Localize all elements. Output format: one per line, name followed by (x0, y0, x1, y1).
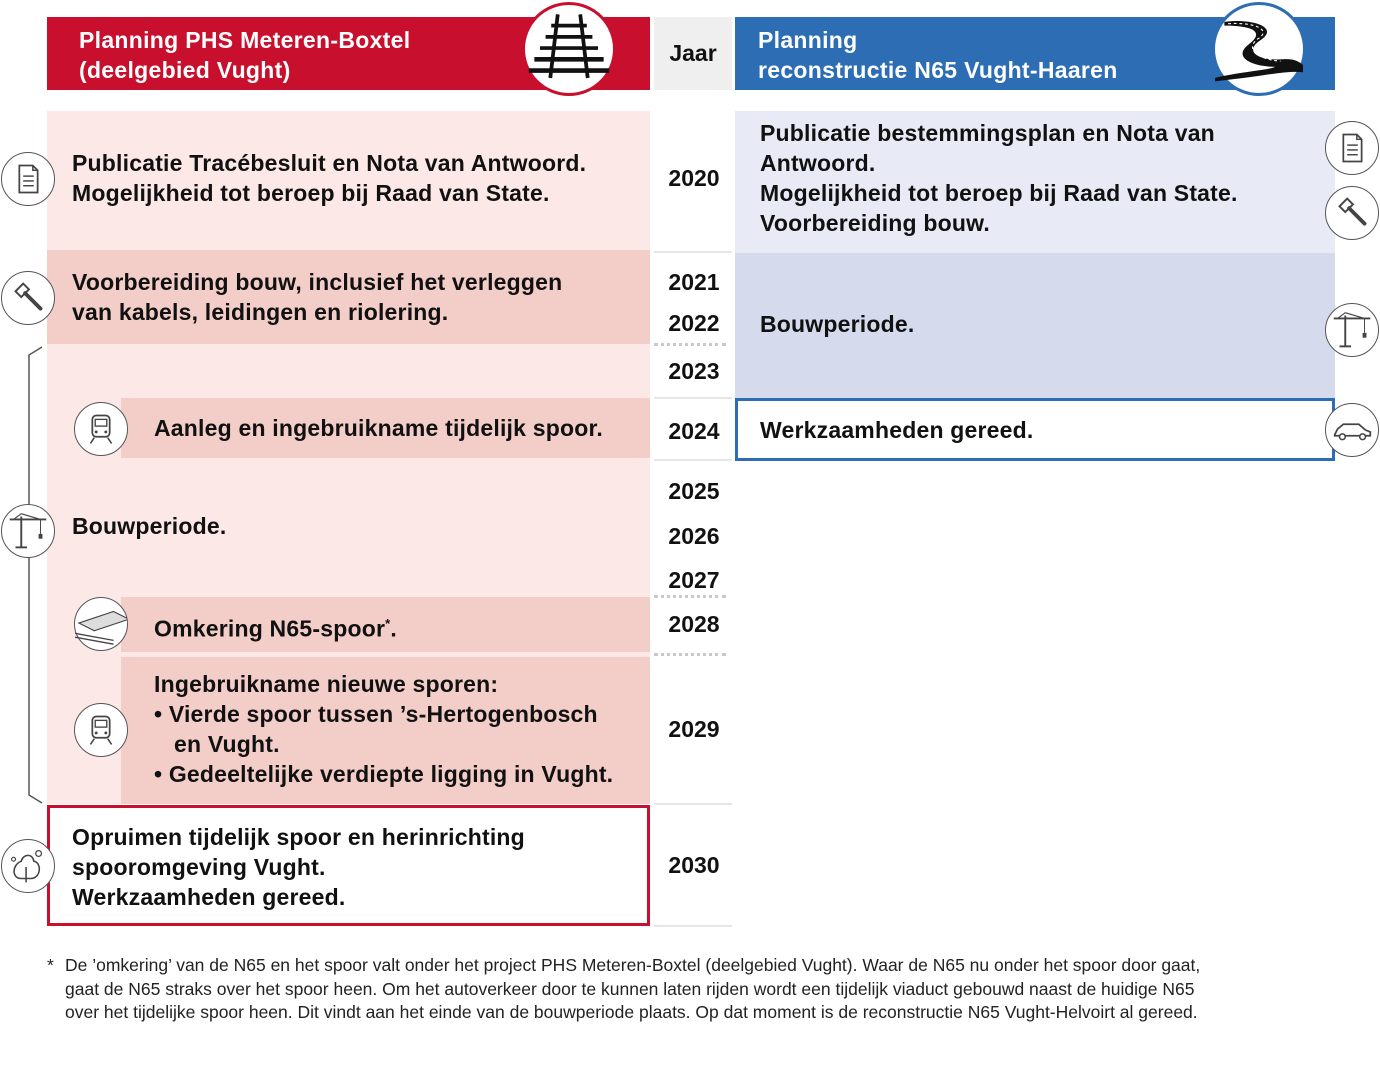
year-label: 2022 (668, 310, 720, 336)
left-block-aanleg: Aanleg en ingebruikname tijdelijk spoor. (121, 398, 650, 458)
left-voorbereiding-line: van kabels, leidingen en riolering. (72, 299, 449, 325)
right-block-publicatie: Publicatie bestemmingsplan en Nota van A… (735, 111, 1335, 253)
year-divider-dotted (654, 653, 726, 656)
right-publicatie-line: Voorbereiding bouw. (760, 210, 990, 236)
year-label: 2024 (668, 418, 720, 444)
right-gereed-text: Werkzaamheden gereed. (760, 417, 1034, 443)
train-icon (74, 703, 128, 757)
year-label: 2025 (668, 478, 720, 504)
opruimen-line: Werkzaamheden gereed. (72, 884, 346, 910)
ingebruikname-title: Ingebruikname nieuwe sporen: (154, 671, 499, 697)
right-header-title: Planning (758, 27, 858, 53)
year-divider (654, 459, 732, 461)
left-bouwperiode-text: Bouwperiode. (72, 513, 227, 539)
year-label: 2026 (668, 523, 720, 549)
left-aanleg-text: Aanleg en ingebruikname tijdelijk spoor. (154, 415, 603, 441)
year-label: 2023 (668, 358, 720, 384)
left-publicatie-line: Mogelijkheid tot beroep bij Raad van Sta… (72, 180, 550, 206)
document-icon (1325, 121, 1379, 175)
left-header-subtitle: (deelgebied Vught) (79, 57, 291, 83)
ingebruikname-bullet: • Vierde spoor tussen ’s-Hertogenbosch (154, 701, 598, 727)
left-voorbereiding-line: Voorbereiding bouw, inclusief het verleg… (72, 269, 563, 295)
train-icon (74, 402, 128, 456)
year-label: 2020 (668, 165, 720, 191)
crane-icon (1, 504, 55, 558)
year-divider-dotted (654, 595, 726, 598)
year-divider (654, 397, 732, 399)
footnote-marker: * (385, 616, 391, 631)
left-block-omkering: Omkering N65-spoor*. (121, 597, 650, 652)
opruimen-line: spooromgeving Vught. (72, 854, 326, 880)
footnote-line: De ’omkering’ van de N65 en het spoor va… (65, 955, 1201, 975)
footnote-line: gaat de N65 straks over het spoor heen. … (65, 978, 1195, 999)
year-label: 2028 (668, 611, 720, 637)
right-publicatie-line: Publicatie bestemmingsplan en Nota van (760, 120, 1215, 146)
ingebruikname-bullet-cont: en Vught. (174, 731, 280, 757)
opruimen-line: Opruimen tijdelijk spoor en herinrichtin… (72, 824, 525, 850)
left-publicatie-line: Publicatie Tracébesluit en Nota van Antw… (72, 150, 587, 176)
footnote-line: over het tijdelijke spoor heen. Dit vind… (65, 1002, 1198, 1022)
year-label: 2027 (668, 567, 720, 593)
year-divider (654, 251, 732, 253)
right-block-bouwperiode: Bouwperiode. (735, 253, 1335, 398)
year-divider-dotted (654, 343, 726, 346)
footnote-star: * (47, 955, 54, 975)
left-block-ingebruikname: Ingebruikname nieuwe sporen: • Vierde sp… (121, 657, 650, 804)
left-omkering-text: Omkering N65-spoor*. (154, 609, 644, 644)
year-divider (654, 925, 732, 927)
right-publicatie-line: Mogelijkheid tot beroep bij Raad van Sta… (760, 180, 1238, 206)
hammer-icon (1, 271, 55, 325)
nature-icon (1, 839, 55, 893)
ingebruikname-bullet: • Gedeeltelijke verdiepte ligging in Vug… (154, 761, 614, 787)
crane-icon (1325, 303, 1379, 357)
hammer-icon (1325, 186, 1379, 240)
right-header-subtitle: reconstructie N65 Vught-Haaren (758, 57, 1118, 83)
year-label: 2021 (668, 269, 720, 295)
railway-track-icon (522, 2, 616, 96)
left-block-publicatie: Publicatie Tracébesluit en Nota van Antw… (47, 111, 650, 250)
overpass-icon (74, 597, 128, 651)
road-icon (1196, 2, 1306, 96)
car-icon (1325, 403, 1379, 457)
left-block-voorbereiding: Voorbereiding bouw, inclusief het verleg… (47, 250, 650, 344)
left-header-title: Planning PHS Meteren-Boxtel (79, 27, 411, 53)
right-block-gereed: Werkzaamheden gereed. (735, 398, 1335, 461)
right-bouwperiode-text: Bouwperiode. (760, 311, 915, 337)
year-label: 2030 (668, 852, 720, 878)
omkering-period: . (390, 615, 397, 642)
year-label: 2029 (668, 716, 720, 742)
right-publicatie-line: Antwoord. (760, 150, 876, 176)
omkering-label: Omkering N65-spoor (154, 615, 386, 642)
year-header: Jaar (654, 17, 732, 90)
document-icon (1, 152, 55, 206)
left-block-opruimen: Opruimen tijdelijk spoor en herinrichtin… (47, 805, 650, 926)
year-divider (654, 803, 732, 805)
bouwperiode-bracket (28, 346, 43, 804)
